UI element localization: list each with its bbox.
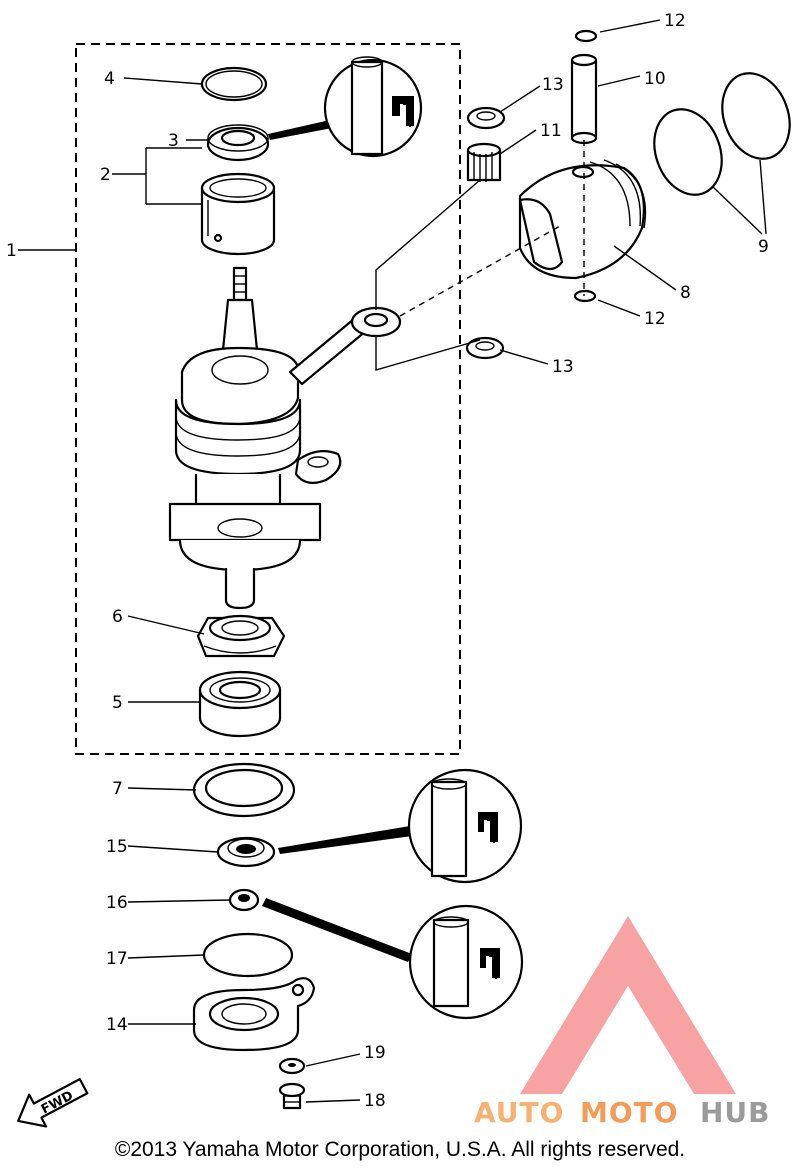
part-11-needle-bearing[interactable] bbox=[466, 142, 502, 182]
callout-6: 6 bbox=[112, 607, 123, 627]
automotohub-watermark: AUTO MOTO HUB bbox=[474, 916, 771, 1129]
rod-centerline bbox=[399, 225, 561, 317]
callout-9: 9 bbox=[758, 237, 769, 257]
callout-18: 18 bbox=[364, 1091, 386, 1111]
callout-2: 2 bbox=[100, 165, 111, 185]
callout-7: 7 bbox=[112, 779, 123, 799]
callout-17: 17 bbox=[106, 949, 128, 969]
crankshaft-piston-exploded-diagram: 1 2 3 4 5 6 7 8 9 10 11 12 12 13 13 14 1… bbox=[6, 11, 800, 1129]
part-1-crankshaft[interactable] bbox=[168, 266, 322, 610]
part-2-bearing[interactable] bbox=[200, 172, 276, 256]
part-6-seal-housing[interactable] bbox=[196, 614, 286, 658]
part-9-piston-rings[interactable] bbox=[643, 64, 800, 205]
seal-detail-bubble-top bbox=[268, 56, 423, 158]
watermark-moto: MOTO bbox=[580, 1096, 679, 1129]
seal-detail-bubble-bottom bbox=[262, 898, 524, 1020]
connecting-rod bbox=[288, 306, 402, 485]
part-12-clip-top[interactable] bbox=[574, 29, 598, 43]
fwd-arrow-icon: FWD bbox=[17, 1077, 89, 1128]
seal-detail-bubble-middle bbox=[278, 768, 523, 884]
callout-14: 14 bbox=[106, 1015, 128, 1035]
callout-10: 10 bbox=[644, 69, 666, 89]
callout-19: 19 bbox=[364, 1043, 386, 1063]
part-5-ball-bearing[interactable] bbox=[198, 670, 282, 738]
part-14-lower-housing[interactable] bbox=[192, 977, 316, 1052]
callout-11: 11 bbox=[540, 121, 562, 141]
part-13-washer-top[interactable] bbox=[466, 106, 506, 130]
part-15-oil-seal[interactable] bbox=[216, 836, 276, 868]
leader-lines bbox=[18, 19, 767, 1103]
callout-1: 1 bbox=[6, 241, 17, 261]
part-7-gasket[interactable] bbox=[192, 762, 296, 818]
part-3-oil-seal[interactable] bbox=[206, 124, 270, 162]
crankshaft-assembly-boundary bbox=[75, 43, 461, 755]
part-18-bolt[interactable] bbox=[278, 1082, 306, 1110]
callout-12-bottom: 12 bbox=[644, 309, 666, 329]
watermark-auto: AUTO bbox=[474, 1096, 564, 1129]
part-16-small-oil-seal[interactable] bbox=[228, 888, 260, 912]
callout-13-bottom: 13 bbox=[552, 357, 574, 377]
callout-12-top: 12 bbox=[664, 11, 686, 31]
part-17-o-ring[interactable] bbox=[202, 932, 294, 978]
callout-8: 8 bbox=[680, 283, 691, 303]
copyright-notice: ©2013 Yamaha Motor Corporation, U.S.A. A… bbox=[114, 1138, 686, 1161]
callout-5: 5 bbox=[112, 693, 123, 713]
callout-13-top: 13 bbox=[542, 75, 564, 95]
part-8-piston[interactable] bbox=[518, 159, 647, 280]
part-12-clip-bottom[interactable] bbox=[573, 289, 597, 303]
watermark-hub: HUB bbox=[700, 1096, 771, 1129]
callout-16: 16 bbox=[106, 893, 128, 913]
callout-4: 4 bbox=[104, 69, 115, 89]
callout-15: 15 bbox=[106, 837, 128, 857]
part-13-washer-bottom[interactable] bbox=[465, 336, 505, 360]
part-4-o-ring[interactable] bbox=[200, 66, 268, 102]
part-19-washer[interactable] bbox=[278, 1057, 306, 1075]
callout-3: 3 bbox=[168, 131, 179, 151]
part-10-piston-pin[interactable] bbox=[570, 53, 598, 145]
